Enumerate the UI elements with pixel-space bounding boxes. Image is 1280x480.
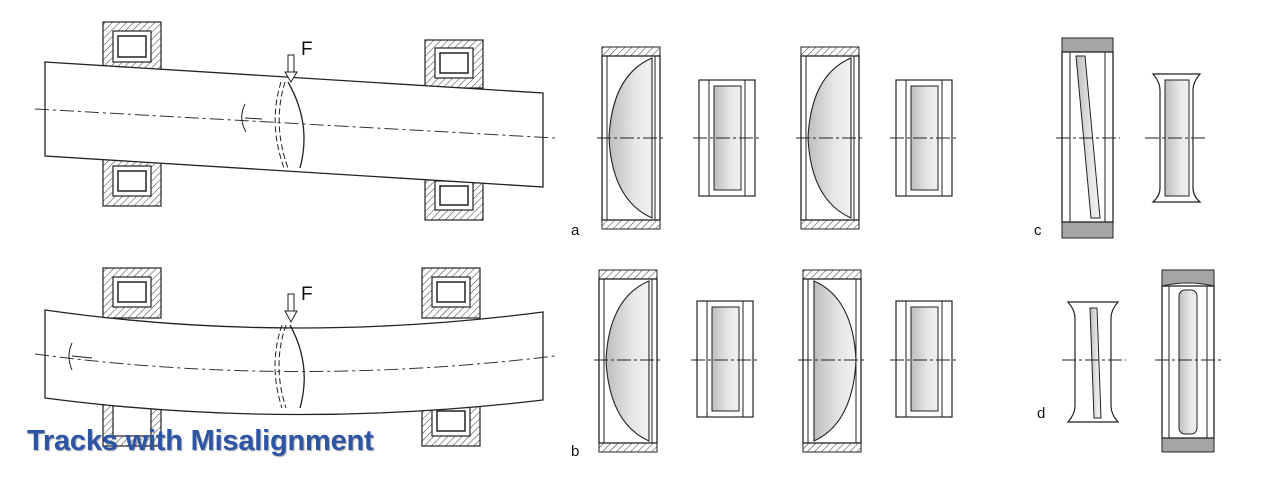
bearing-top-left-upper [102,21,162,73]
panel-d-rollers: d [1037,269,1221,453]
bearing-top-right-upper [424,39,484,89]
top-force-label: F [301,39,313,60]
diagram-caption: Tracks with Misalignment [27,425,374,457]
bottom-shaft-assembly: F [34,267,556,447]
top-shaft-centerline [34,108,556,139]
panel-label-a: a [571,222,580,239]
bottom-shaft [44,309,544,416]
bottom-force-arrow [284,293,298,324]
panel-c-rollers: c [1034,37,1207,239]
top-shaft-assembly: F [34,21,556,221]
bearing-bottom-right-upper [421,267,481,319]
panel-b-rollers: b [571,269,958,460]
bearing-bottom-left-upper [102,267,162,319]
bottom-force-label: F [301,284,313,305]
panel-a-rollers: a [571,46,958,239]
bearing-top-left-lower [102,157,162,207]
top-force-arrow [284,54,298,83]
panel-label-c: c [1034,222,1042,239]
panel-label-d: d [1037,405,1045,422]
top-shaft [44,61,544,188]
panel-label-b: b [571,443,579,460]
bottom-shaft-centerline [34,353,556,373]
